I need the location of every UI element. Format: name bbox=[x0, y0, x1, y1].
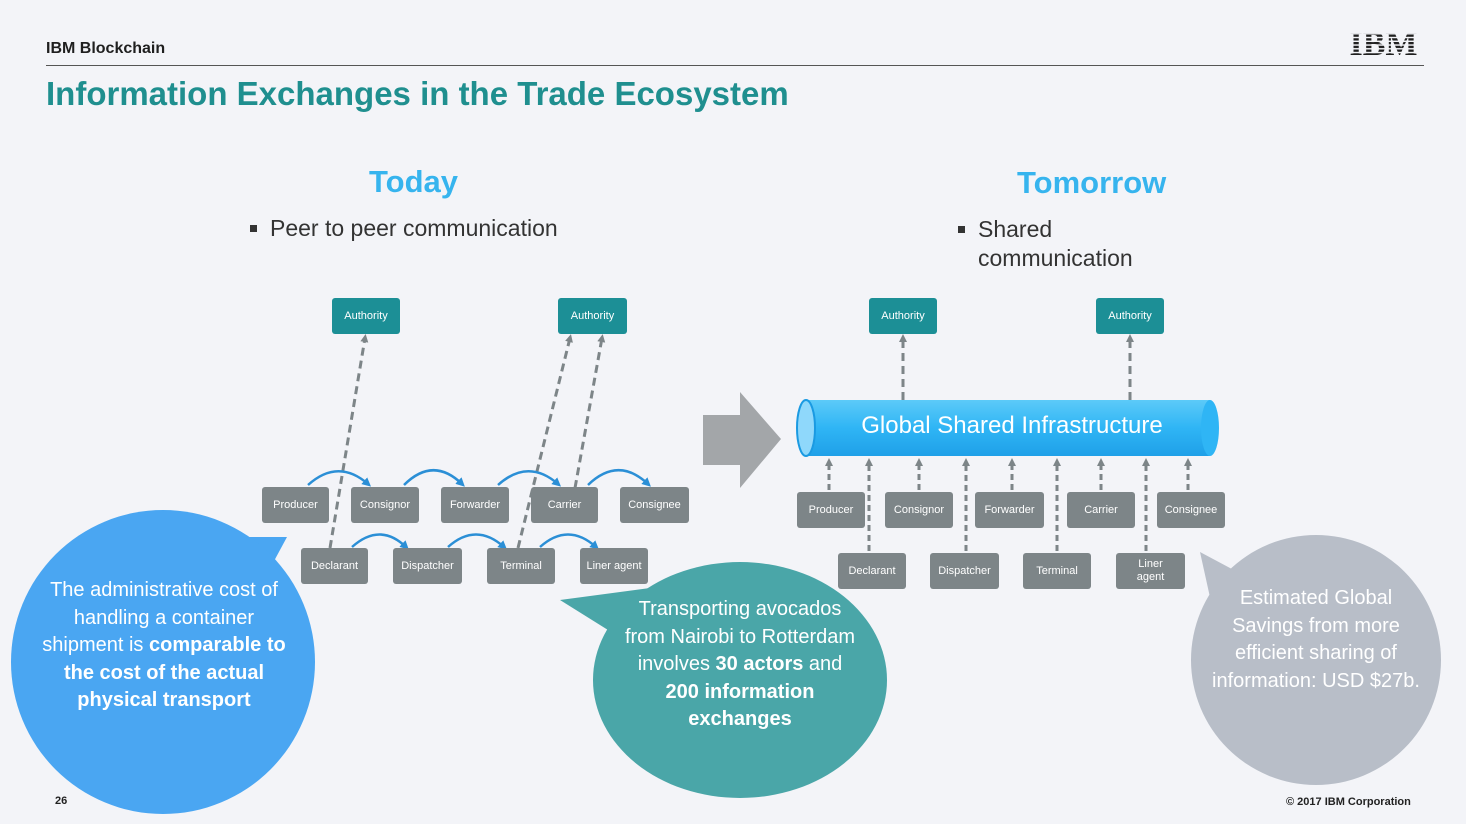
today-authority-2: Authority bbox=[558, 298, 627, 334]
today-liner-agent: Liner agent bbox=[580, 548, 648, 584]
cost-bubble bbox=[11, 510, 315, 814]
tomorrow-declarant: Declarant bbox=[838, 553, 906, 589]
tomorrow-consignor: Consignor bbox=[885, 492, 953, 528]
today-consignor: Consignor bbox=[351, 487, 419, 523]
copyright: © 2017 IBM Corporation bbox=[1286, 796, 1411, 808]
tomorrow-authority-2: Authority bbox=[1096, 298, 1164, 334]
avocado-callout-exchanges: 200 information exchanges bbox=[665, 680, 815, 731]
today-authority-1: Authority bbox=[332, 298, 400, 334]
tomorrow-bullet-text: Shared communication bbox=[978, 216, 1133, 271]
transition-arrow-icon bbox=[703, 392, 781, 488]
carrier-authority-link bbox=[573, 334, 606, 489]
tomorrow-heading: Tomorrow bbox=[1017, 165, 1167, 200]
consignor-forwarder-arrow bbox=[403, 469, 465, 487]
avocado-callout-text: Transporting avocados from Nairobi to Ro… bbox=[620, 596, 860, 734]
savings-callout-text: Estimated Global Savings from more effic… bbox=[1212, 587, 1420, 692]
today-declarant: Declarant bbox=[301, 548, 368, 584]
today-bullet: Peer to peer communication bbox=[250, 214, 650, 244]
ibm-logo-text: IBM bbox=[1350, 27, 1418, 57]
page-number: 26 bbox=[55, 795, 68, 807]
tomorrow-bullet: Shared communication bbox=[958, 215, 1198, 275]
producer-consignor-arrow bbox=[307, 470, 372, 487]
terminal-liner-arrow bbox=[539, 533, 599, 550]
avocado-bubble bbox=[593, 562, 887, 798]
savings-bubble bbox=[1191, 535, 1441, 785]
tomorrow-liner-agent: Liner agent bbox=[1116, 553, 1185, 589]
tomorrow-terminal: Terminal bbox=[1023, 553, 1091, 589]
carrier-consignee-arrow bbox=[587, 469, 651, 487]
today-bullet-text: Peer to peer communication bbox=[270, 215, 558, 241]
infrastructure-label: Global Shared Infrastructure bbox=[861, 412, 1163, 439]
tomorrow-carrier: Carrier bbox=[1067, 492, 1135, 528]
today-forwarder: Forwarder bbox=[441, 487, 509, 523]
cost-callout-line: The administrative cost of handling a co… bbox=[42, 579, 278, 656]
today-carrier: Carrier bbox=[531, 487, 598, 523]
global-shared-infrastructure-pipe bbox=[796, 399, 1219, 457]
tomorrow-authority-1: Authority bbox=[869, 298, 937, 334]
bullet-square-icon bbox=[250, 225, 257, 232]
dispatcher-terminal-arrow bbox=[447, 533, 507, 550]
tomorrow-dispatcher: Dispatcher bbox=[930, 553, 999, 589]
tomorrow-consignee: Consignee bbox=[1157, 492, 1225, 528]
declarant-dispatcher-arrow bbox=[351, 533, 409, 550]
declarant-authority-link bbox=[328, 334, 369, 549]
tomorrow-forwarder: Forwarder bbox=[975, 492, 1044, 528]
today-producer: Producer bbox=[262, 487, 329, 523]
ibm-logo: IBM bbox=[1350, 27, 1418, 57]
page-title: Information Exchanges in the Trade Ecosy… bbox=[46, 75, 789, 112]
tomorrow-producer: Producer bbox=[797, 492, 865, 528]
today-consignee: Consignee bbox=[620, 487, 689, 523]
cost-callout-text: The administrative cost of handling a co… bbox=[40, 577, 288, 715]
today-dispatcher: Dispatcher bbox=[393, 548, 462, 584]
brand-label: IBM Blockchain bbox=[46, 40, 166, 57]
today-terminal: Terminal bbox=[487, 548, 555, 584]
terminal-authority-link bbox=[516, 334, 573, 549]
cost-callout-bold: comparable to the cost of the actual phy… bbox=[63, 634, 286, 711]
today-heading: Today bbox=[369, 164, 458, 199]
header-rule bbox=[46, 65, 1424, 66]
forwarder-carrier-arrow bbox=[497, 470, 562, 487]
avocado-callout-line: Transporting avocados from Nairobi to Ro… bbox=[624, 598, 856, 675]
bullet-square-icon bbox=[958, 226, 965, 233]
avocado-callout-and: and bbox=[808, 653, 843, 675]
avocado-callout-actors: 30 actors bbox=[715, 653, 804, 675]
